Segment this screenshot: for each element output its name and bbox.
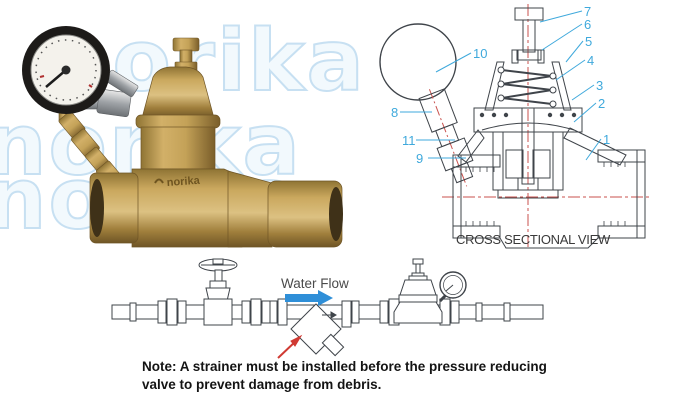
note-arrow (277, 334, 303, 359)
leader-lines (400, 10, 602, 161)
water-flow-label: Water Flow (281, 276, 349, 291)
valve-photo: norika (89, 37, 343, 248)
valve-body-section (452, 127, 646, 249)
installation-diagram: Water Flow (111, 258, 544, 359)
flow-arrow (285, 290, 333, 306)
callout-9: 9 (416, 151, 423, 166)
brand-engraving-text: norika (166, 175, 201, 189)
gate-valve (198, 258, 238, 326)
cartridge-section (492, 107, 564, 199)
callout-10: 10 (473, 46, 487, 61)
y-strainer (290, 303, 345, 357)
adjusting-bolt-section (514, 7, 544, 61)
cross-section-drawing: 7 6 5 4 3 2 1 10 8 11 9 CROSS SECTIONAL … (379, 4, 652, 250)
spring (501, 69, 553, 105)
note-text: Note: A strainer must be installed befor… (142, 358, 552, 394)
pipe-couplings (129, 298, 511, 328)
prv-symbol (393, 258, 467, 324)
callouts: 7 6 5 4 3 2 1 10 8 11 9 (391, 4, 610, 166)
gauge-symbol (379, 23, 457, 101)
gauge-fitting-section (418, 88, 474, 187)
callout-2: 2 (598, 96, 605, 111)
callout-4: 4 (587, 53, 594, 68)
spring-housing-section (484, 49, 572, 111)
callout-8: 8 (391, 105, 398, 120)
note-line-2: valve to prevent damage from debris. (142, 377, 382, 393)
spring-bonnet (141, 66, 215, 119)
callout-7: 7 (584, 4, 591, 19)
cross-section-title: CROSS SECTIONAL VIEW (456, 232, 611, 247)
callout-11: 11 (402, 133, 416, 148)
centerlines (442, 4, 652, 250)
note-line-1: Note: A strainer must be installed befor… (142, 359, 547, 374)
callout-1: 1 (603, 132, 610, 147)
brand-engraving: norika (154, 175, 201, 189)
norika-logo-mark (154, 178, 164, 184)
pressure-gauge (22, 26, 110, 114)
callout-5: 5 (585, 34, 592, 49)
product-photo: norika (22, 26, 343, 248)
callout-6: 6 (584, 17, 591, 32)
valve-body (89, 168, 343, 248)
callout-3: 3 (596, 78, 603, 93)
